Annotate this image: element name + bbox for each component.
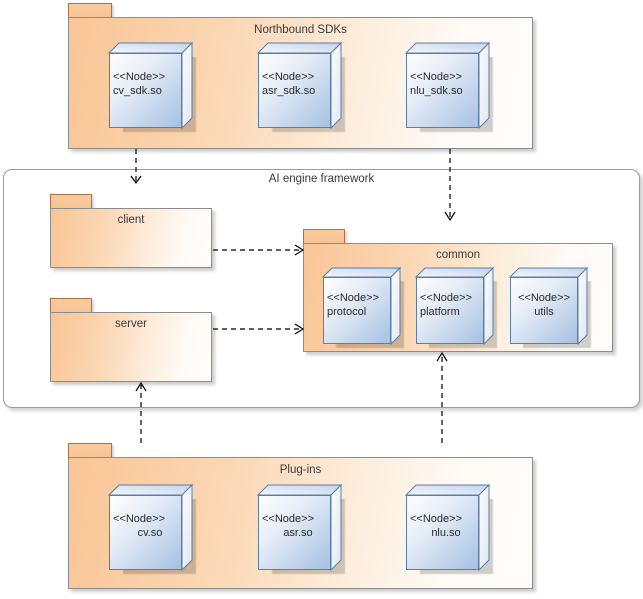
package-tab-client bbox=[50, 194, 92, 209]
node-cv-sdk-so[interactable]: <<Node>> cv_sdk.so bbox=[107, 41, 196, 132]
package-tab-common bbox=[303, 229, 345, 244]
framework-title: AI engine framework bbox=[268, 173, 375, 185]
node-nlu-sdk-so[interactable]: <<Node>> nlu_sdk.so bbox=[404, 41, 493, 132]
package-body-client bbox=[50, 208, 212, 268]
package-tab-server bbox=[50, 298, 92, 313]
node-asr-so[interactable]: <<Node>> asr.so bbox=[256, 483, 345, 574]
node-platform[interactable]: <<Node>> platform bbox=[414, 266, 497, 348]
node-box-3d bbox=[508, 266, 589, 346]
package-plugins[interactable]: Plug-ins <<Node>> cv.so <<Node>> bbox=[68, 443, 533, 589]
node-box-3d bbox=[107, 41, 194, 130]
package-client[interactable]: client bbox=[50, 194, 212, 268]
package-common[interactable]: common <<Node>> protocol <<Node> bbox=[303, 229, 613, 352]
node-nlu-so[interactable]: <<Node>> nlu.so bbox=[404, 483, 493, 574]
node-box-3d bbox=[414, 266, 495, 346]
package-tab-northbound-sdks bbox=[68, 3, 112, 18]
node-box-3d bbox=[404, 483, 491, 572]
package-body-server bbox=[50, 312, 212, 382]
node-box-3d bbox=[256, 41, 343, 130]
package-northbound-sdks[interactable]: Northbound SDKs <<Node>> cv_sdk.so bbox=[68, 3, 533, 149]
node-box-3d bbox=[256, 483, 343, 572]
node-protocol[interactable]: <<Node>> protocol bbox=[321, 266, 404, 348]
package-server[interactable]: server bbox=[50, 298, 212, 382]
node-utils[interactable]: <<Node>> utils bbox=[508, 266, 591, 348]
node-asr-sdk-so[interactable]: <<Node>> asr_sdk.so bbox=[256, 41, 345, 132]
node-cv-so[interactable]: <<Node>> cv.so bbox=[107, 483, 196, 574]
node-box-3d bbox=[107, 483, 194, 572]
node-box-3d bbox=[321, 266, 402, 346]
node-box-3d bbox=[404, 41, 491, 130]
package-tab-plugins bbox=[68, 443, 112, 458]
